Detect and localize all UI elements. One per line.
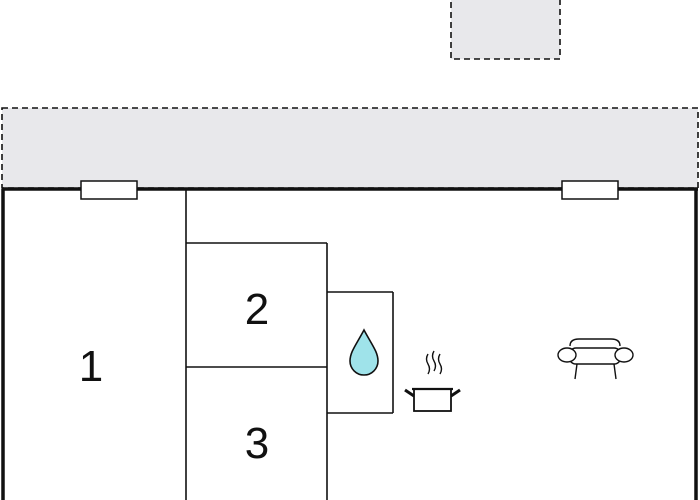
- sofa-icon: [557, 338, 634, 380]
- room-3-label: 3: [245, 419, 269, 468]
- room-1-label: 1: [79, 342, 103, 391]
- outdoor-terrace: [1, 107, 699, 189]
- cooking-pot-icon: [404, 350, 461, 412]
- window-left: [80, 180, 138, 200]
- room-2-label: 2: [245, 285, 269, 334]
- outdoor-area-top: [450, 0, 561, 60]
- interior-walls: [185, 190, 394, 500]
- window-right: [561, 180, 619, 200]
- water-drop-icon: [349, 328, 379, 376]
